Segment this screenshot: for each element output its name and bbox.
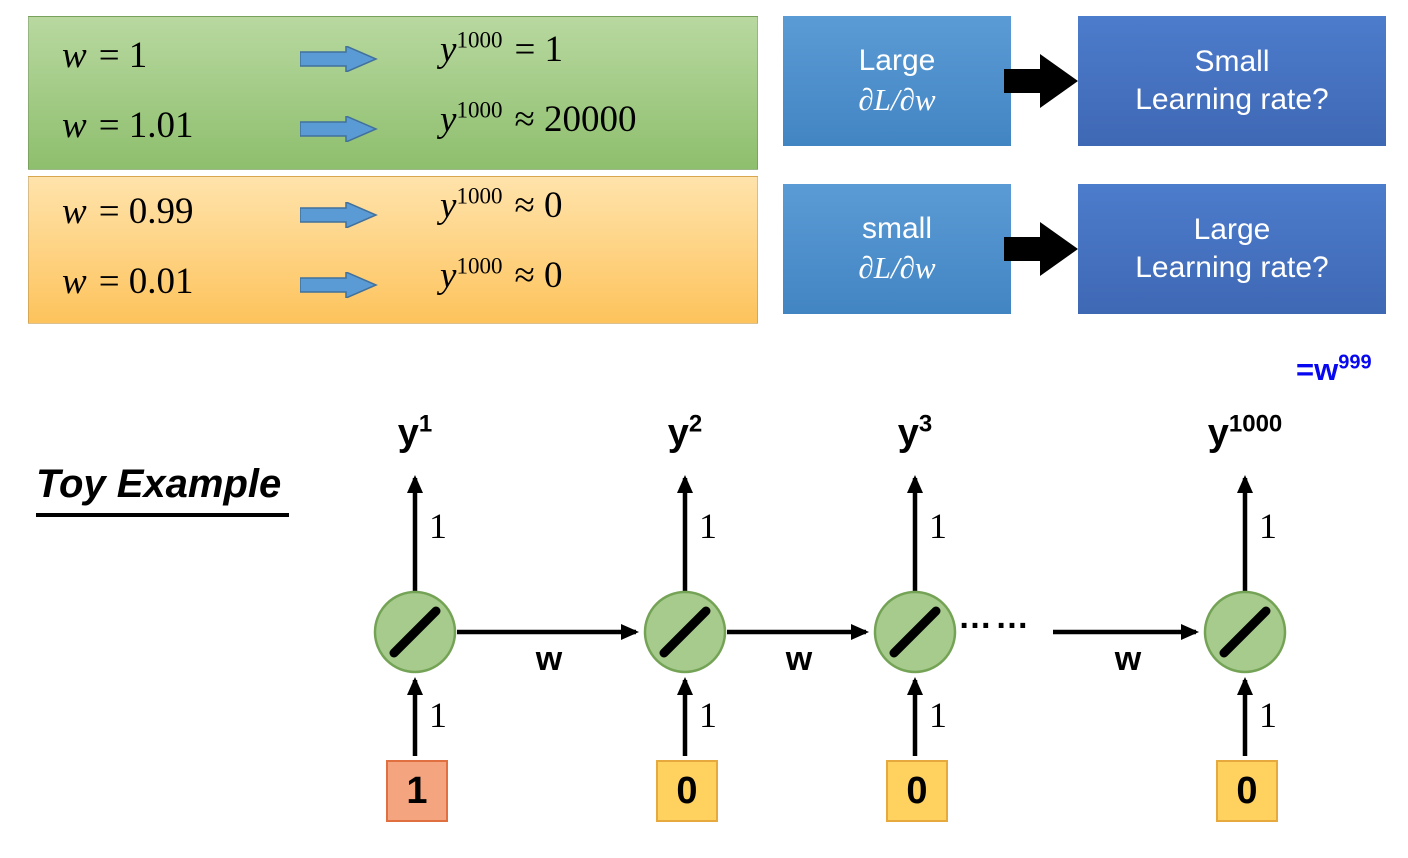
y-exponent: 1000 [456,27,503,53]
input-weight-label: 1 [699,695,717,735]
learning-rate-box-large: Large Learning rate? [1078,184,1386,314]
implies-arrow-shape [300,116,378,142]
equation-green-1-rhs: y1000 = 1 [440,28,563,71]
linear-activation-icon [1219,606,1271,658]
output-weight-label: 1 [699,506,717,546]
y-exponent: 1000 [456,183,503,209]
y-base: y [897,412,919,454]
w-variable: w [62,35,87,76]
output-weight-label: 1 [929,506,947,546]
w-value: = 0.99 [98,191,194,232]
orange-equation-panel [28,176,758,324]
input-value-box: 0 [886,760,948,822]
black-arrow-shape [1004,222,1078,276]
gradient-magnitude-label: Large [858,44,936,77]
equation-orange-2-rhs: y1000 ≈ 0 [440,254,563,297]
implies-arrow-icon [300,116,378,142]
gradient-box-large: Large ∂L/∂w [783,16,1011,146]
implies-arrow-shape [300,272,378,298]
black-arrow-icon [1004,54,1078,108]
y-base: y [440,99,457,140]
y-power-expression: y1000 [440,98,502,141]
y-value: ≈ 20000 [514,99,637,140]
implies-arrow-shape [300,46,378,72]
y-value: = 1 [514,29,564,70]
input-value-box: 0 [656,760,718,822]
partial-derivative-label: ∂L/∂w [858,82,936,117]
y-base: y [440,255,457,296]
y-base: y [667,412,689,454]
black-arrow-icon [1004,222,1078,276]
y-base: y [440,185,457,226]
recurrent-weight-label: w [535,640,563,678]
y-base: y [440,29,457,70]
learning-rate-box-small: Small Learning rate? [1078,16,1386,146]
learning-rate-size-label: Large [1193,213,1271,246]
input-weight-label: 1 [929,695,947,735]
w999-annotation: =w999 [1296,352,1372,388]
output-weight-label: 1 [1259,506,1277,546]
input-value-box: 0 [1216,760,1278,822]
implies-arrow-icon [300,46,378,72]
recurrent-weight-label: w [1114,640,1142,678]
output-label-y3: y3 [835,412,995,455]
equation-green-2-lhs: w = 1.01 [62,104,194,147]
y-exponent: 3 [918,410,933,438]
output-weight-label: 1 [429,506,447,546]
w-value: = 0.01 [98,261,194,302]
y-exponent: 2 [688,410,703,438]
output-label-y1: y1 [335,412,495,455]
y-base: y [1207,412,1229,454]
w-variable: w [62,105,87,146]
linear-activation-icon [389,606,441,658]
linear-activation-icon [659,606,711,658]
y-exponent: 1 [418,410,433,438]
learning-rate-label: Learning rate? [1135,83,1329,116]
w-value: = 1.01 [98,105,194,146]
y-power-expression: y1000 [440,254,502,297]
y-base: y [397,412,419,454]
w-value: = 1 [98,35,148,76]
green-equation-panel [28,16,758,170]
y-exponent: 1000 [456,97,503,123]
black-arrow-shape [1004,54,1078,108]
input-value-box: 1 [386,760,448,822]
equation-orange-1-rhs: y1000 ≈ 0 [440,184,563,227]
learning-rate-size-label: Small [1194,45,1270,78]
slide-title: Toy Example [36,462,290,517]
learning-rate-label: Learning rate? [1135,251,1329,284]
implies-arrow-icon [300,272,378,298]
equation-orange-2-lhs: w = 0.01 [62,260,194,303]
w-variable: w [62,261,87,302]
equation-green-1-lhs: w = 1 [62,34,147,77]
y-power-expression: y1000 [440,28,502,71]
annotation-base: =w [1296,352,1339,387]
ellipsis-dots: …… [958,598,1032,636]
y-power-expression: y1000 [440,184,502,227]
equation-green-2-rhs: y1000 ≈ 20000 [440,98,637,141]
equation-orange-1-lhs: w = 0.99 [62,190,194,233]
annotation-exponent: 999 [1338,351,1372,374]
implies-arrow-icon [300,202,378,228]
gradient-box-small: small ∂L/∂w [783,184,1011,314]
y-value: ≈ 0 [514,255,563,296]
output-label-y1000: y1000 [1165,412,1325,455]
output-label-y2: y2 [605,412,765,455]
recurrent-network-diagram [373,475,1287,756]
input-weight-label: 1 [1259,695,1277,735]
implies-arrow-shape [300,202,378,228]
input-weight-label: 1 [429,695,447,735]
y-exponent: 1000 [1228,410,1283,438]
gradient-magnitude-label: small [861,212,932,245]
linear-activation-icon [889,606,941,658]
y-exponent: 1000 [456,253,503,279]
partial-derivative-label: ∂L/∂w [858,250,936,285]
y-value: ≈ 0 [514,185,563,226]
recurrent-weight-label: w [785,640,813,678]
w-variable: w [62,191,87,232]
